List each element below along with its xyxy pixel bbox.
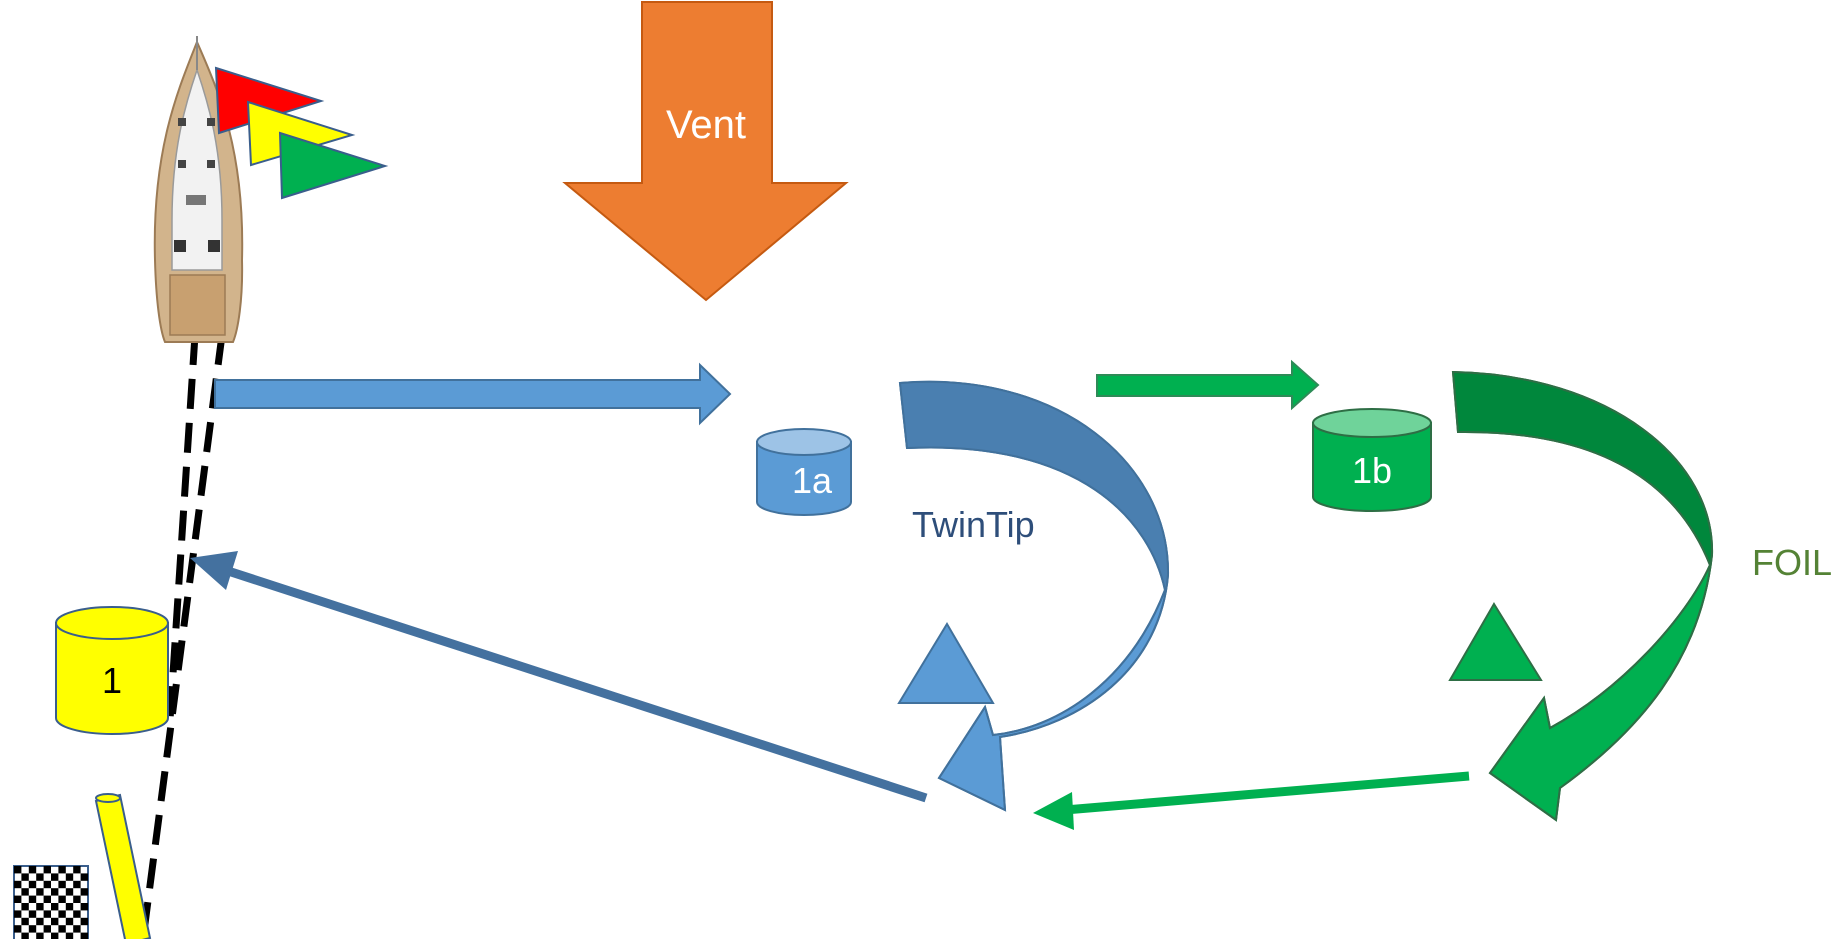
twintip-outbound-arrow: [214, 362, 732, 426]
twintip-triangle-mark: [897, 622, 995, 704]
twintip-return-arrow: [190, 551, 928, 803]
foil-turn-arrow: [1451, 370, 1714, 822]
foil-triangle-mark: [1448, 602, 1543, 681]
buoy-1b: [1312, 408, 1432, 512]
foil-outbound-arrow: [1096, 359, 1320, 411]
buoy-1a: [756, 428, 852, 516]
checkered-flag-icon: [13, 865, 89, 939]
wind-arrow: [562, 1, 849, 302]
wind-label: Vent: [666, 103, 746, 147]
spar-buoy-icon: [94, 793, 152, 939]
buoy-1-label: 1: [102, 660, 122, 701]
green-flag-icon: [278, 131, 389, 200]
start-line: [139, 334, 226, 939]
buoy-1b-label: 1b: [1352, 450, 1392, 491]
buoy-1: [55, 606, 169, 735]
foil-label: FOIL: [1752, 542, 1832, 583]
twintip-label: TwinTip: [912, 504, 1035, 545]
buoy-1a-label: 1a: [792, 460, 833, 501]
twintip-turn-arrow: [898, 380, 1170, 812]
foil-return-arrow: [1033, 771, 1470, 830]
